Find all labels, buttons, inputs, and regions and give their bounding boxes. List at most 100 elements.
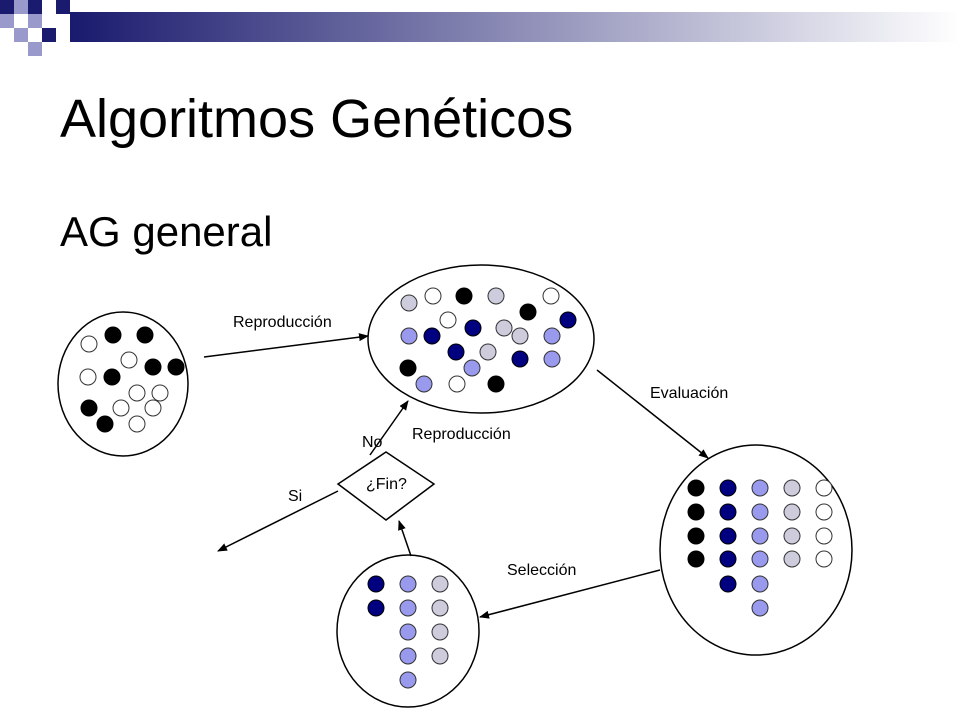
individual-reproduced-dark-blue — [423, 327, 441, 345]
individual-evaluated-white — [815, 527, 833, 545]
individual-reproduced-pale-gray — [487, 287, 505, 305]
label-reproduccion-top: Reproducción — [233, 314, 332, 331]
label-no: No — [362, 434, 383, 451]
slide-title: Algoritmos Genéticos — [60, 89, 574, 149]
individual-reproduced-pale-gray — [511, 327, 529, 345]
label-fin: ¿Fin? — [366, 476, 407, 493]
individual-initial-black — [167, 358, 185, 376]
individual-evaluated-pale-gray — [783, 479, 801, 497]
individual-selected-dark-blue — [367, 575, 385, 593]
individual-evaluated-black — [687, 479, 705, 497]
arrow-reproduccion — [203, 333, 369, 358]
individual-initial-white — [151, 384, 169, 402]
individual-initial-white — [120, 351, 138, 369]
individual-reproduced-dark-blue — [447, 343, 465, 361]
individual-reproduced-dark-blue — [559, 311, 577, 329]
label-seleccion: Selección — [507, 562, 576, 579]
header-square-4 — [0, 14, 14, 28]
individual-initial-white — [128, 415, 146, 433]
individual-evaluated-light-blue — [751, 527, 769, 545]
header-gradient-bar — [70, 12, 960, 42]
population-initial — [57, 311, 189, 457]
header-square-2 — [14, 0, 28, 14]
individual-evaluated-black — [687, 503, 705, 521]
individual-evaluated-dark-blue — [719, 550, 737, 568]
individual-selected-light-blue — [399, 623, 417, 641]
header-square-8 — [28, 42, 42, 56]
individual-selected-dark-blue — [367, 599, 385, 617]
arrow-to-fin — [398, 520, 412, 557]
individual-selected-pale-gray — [431, 575, 449, 593]
slide-subtitle: AG general — [60, 208, 273, 255]
header-square-5 — [28, 14, 42, 28]
header-square-7 — [42, 28, 56, 42]
label-si: Si — [288, 488, 302, 505]
arrow-evaluacion — [596, 369, 709, 459]
individual-reproduced-white — [448, 375, 466, 393]
individual-evaluated-dark-blue — [719, 575, 737, 593]
individual-reproduced-black — [487, 375, 505, 393]
individual-selected-light-blue — [399, 575, 417, 593]
individual-reproduced-pale-gray — [479, 343, 497, 361]
individual-initial-white — [80, 335, 98, 353]
individual-evaluated-pale-gray — [783, 550, 801, 568]
individual-evaluated-black — [687, 527, 705, 545]
individual-initial-black — [103, 368, 121, 386]
individual-selected-light-blue — [399, 671, 417, 689]
individual-reproduced-pale-gray — [400, 294, 418, 312]
individual-selected-light-blue — [399, 599, 417, 617]
individual-selected-light-blue — [399, 647, 417, 665]
individual-evaluated-light-blue — [751, 599, 769, 617]
individual-reproduced-black — [399, 359, 417, 377]
individual-evaluated-dark-blue — [719, 503, 737, 521]
label-evaluacion: Evaluación — [650, 385, 728, 402]
individual-reproduced-white — [439, 311, 457, 329]
individual-initial-black — [104, 326, 122, 344]
individual-selected-pale-gray — [431, 647, 449, 665]
individual-evaluated-light-blue — [751, 503, 769, 521]
individual-evaluated-pale-gray — [783, 527, 801, 545]
individual-initial-white — [112, 399, 130, 417]
individual-reproduced-light-blue — [415, 375, 433, 393]
individual-reproduced-white — [424, 287, 442, 305]
individual-evaluated-dark-blue — [719, 479, 737, 497]
individual-reproduced-dark-blue — [464, 319, 482, 337]
individual-selected-pale-gray — [431, 599, 449, 617]
individual-evaluated-dark-blue — [719, 527, 737, 545]
individual-evaluated-white — [815, 503, 833, 521]
individual-evaluated-black — [687, 550, 705, 568]
individual-reproduced-dark-blue — [511, 350, 529, 368]
individual-reproduced-white — [542, 287, 560, 305]
header-square-3 — [28, 0, 42, 14]
individual-evaluated-pale-gray — [783, 503, 801, 521]
individual-evaluated-light-blue — [751, 550, 769, 568]
population-evaluated — [659, 444, 853, 656]
arrow-seleccion — [479, 569, 661, 619]
individual-reproduced-black — [455, 287, 473, 305]
arrow-si — [217, 490, 339, 552]
individual-reproduced-light-blue — [543, 327, 561, 345]
individual-initial-white — [144, 399, 162, 417]
header-square-1 — [0, 0, 14, 14]
individual-initial-black — [80, 399, 98, 417]
individual-selected-pale-gray — [431, 623, 449, 641]
individual-reproduced-light-blue — [463, 359, 481, 377]
individual-evaluated-white — [815, 479, 833, 497]
arrow-no — [369, 400, 409, 456]
individual-evaluated-light-blue — [751, 575, 769, 593]
header-square-6 — [14, 28, 28, 42]
individual-evaluated-white — [815, 550, 833, 568]
individual-reproduced-light-blue — [400, 327, 418, 345]
individual-evaluated-light-blue — [751, 479, 769, 497]
individual-initial-white — [79, 368, 97, 386]
individual-initial-black — [136, 326, 154, 344]
decision-diamond — [336, 451, 436, 521]
individual-reproduced-pale-gray — [495, 319, 513, 337]
individual-reproduced-black — [519, 303, 537, 321]
individual-initial-black — [144, 358, 162, 376]
individual-reproduced-light-blue — [543, 350, 561, 368]
individual-initial-white — [128, 384, 146, 402]
label-reproduccion-loop: Reproducción — [412, 426, 511, 443]
